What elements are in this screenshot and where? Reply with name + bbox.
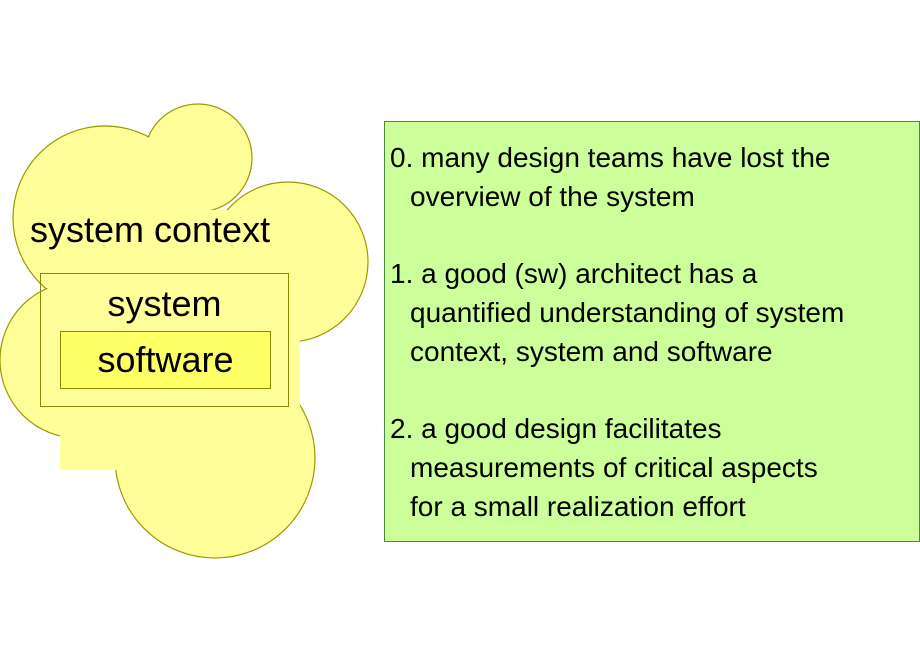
point-2: 2. a good design facilitates measurement…: [390, 409, 919, 526]
software-label: software: [97, 339, 234, 380]
point-1-line-1: quantified understanding of system: [410, 297, 845, 328]
point-1-line-2: context, system and software: [410, 336, 773, 367]
point-2-line-1: measurements of critical aspects: [410, 452, 818, 483]
point-0-line-0: 0. many design teams have lost the: [390, 142, 831, 173]
point-2-line-2: for a small realization effort: [410, 491, 746, 522]
key-points-panel: 0. many design teams have lost the overv…: [384, 121, 920, 542]
software-box: software: [60, 331, 271, 389]
point-0-line-1: overview of the system: [410, 181, 695, 212]
system-context-label: system context: [30, 209, 271, 250]
point-1-line-0: 1. a good (sw) architect has a: [390, 258, 758, 289]
point-0: 0. many design teams have lost the overv…: [390, 138, 919, 216]
system-box: system software: [40, 273, 289, 407]
system-label: system: [107, 283, 222, 324]
point-1: 1. a good (sw) architect has a quantifie…: [390, 254, 919, 371]
point-2-line-0: 2. a good design facilitates: [390, 413, 722, 444]
